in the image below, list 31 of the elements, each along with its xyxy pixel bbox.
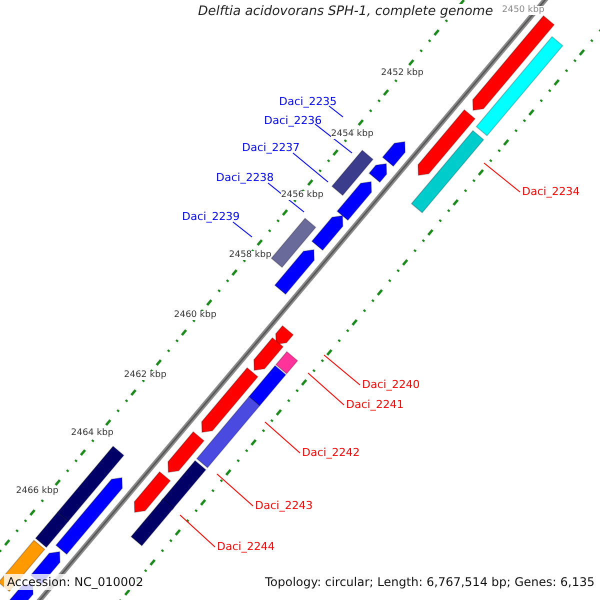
diagram-title: Delftia acidovorans SPH-1, complete genome <box>196 4 496 19</box>
leader-line <box>324 354 360 386</box>
gene-label: Daci_2243 <box>255 500 313 511</box>
gene-label: Daci_2234 <box>522 186 580 197</box>
tick-label: 2452 kbp <box>381 69 424 78</box>
leader-line <box>264 422 300 454</box>
gene-label: Daci_2236 <box>264 115 322 126</box>
leader-line <box>180 514 216 548</box>
gene-label: Daci_2240 <box>362 379 420 390</box>
leader-line <box>484 162 520 192</box>
gene-label: Daci_2238 <box>216 172 274 183</box>
gene-label: Daci_2235 <box>279 96 337 107</box>
leader-line <box>216 474 254 506</box>
tick-label: 2462 kbp <box>124 371 166 380</box>
leader-line <box>314 124 352 154</box>
tick-label: 2458 kbp <box>229 251 272 260</box>
gene-label: Daci_2239 <box>182 211 240 222</box>
tick-label: 2454 kbp <box>331 130 374 139</box>
tick-label: 2466 kbp <box>16 487 58 496</box>
tick-label: 2456 kbp <box>281 191 324 200</box>
gene-label: Daci_2244 <box>217 541 275 552</box>
gene-label: Daci_2241 <box>346 399 404 410</box>
leader-line <box>308 372 344 406</box>
gene-label: Daci_2237 <box>242 142 300 153</box>
tick-label: 2464 kbp <box>71 429 114 438</box>
tick-label: 2450 kbp <box>502 6 544 15</box>
gene-label: Daci_2242 <box>302 447 360 458</box>
leader-line <box>292 152 328 182</box>
leader-line <box>232 222 252 238</box>
leader-line <box>328 106 344 118</box>
tick-label: 2460 kbp <box>174 311 216 320</box>
